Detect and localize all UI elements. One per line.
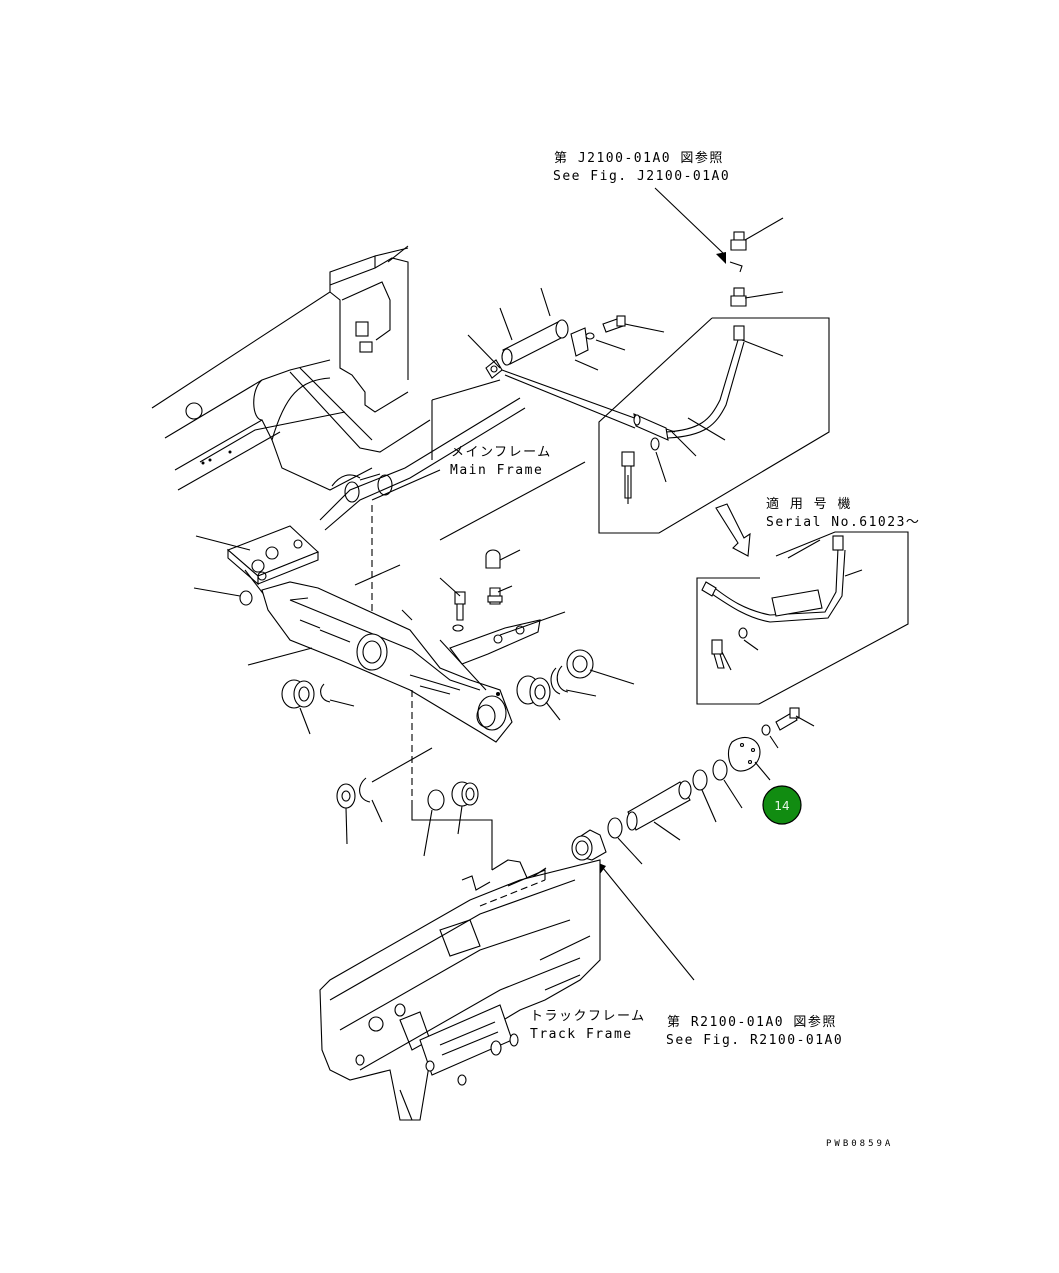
serial-label-jp: 適 用 号 機 [766,496,852,512]
grease-fittings [654,187,784,307]
pin-assembly [467,287,676,433]
equalizer-bar [193,525,513,743]
reference-top-en: See Fig. J2100-01A0 [553,169,730,184]
reference-bottom-en: See Fig. R2100-01A0 [666,1033,843,1048]
callout-14-number[interactable]: 14 [774,799,789,813]
reference-bottom: 第 R2100-01A0 図参照 See Fig. R2100-01A0 [666,1014,843,1048]
track-frame-label-en: Track Frame [530,1027,633,1042]
main-frame-drawing [151,247,526,531]
pin-assembly-right [571,707,815,981]
callout-14-circle[interactable] [762,785,802,825]
main-frame-label-jp: メインフレーム [451,445,552,460]
drawing-code: PWB0859A [826,1139,893,1149]
track-frame-drawing [319,859,601,1121]
reference-top: 第 J2100-01A0 図参照 See Fig. J2100-01A0 [553,150,730,184]
track-frame-label-jp: トラックフレーム [530,1009,646,1024]
serial-label: 適 用 号 機 Serial No.61023～ [766,496,920,530]
bushings-left [281,679,493,870]
main-frame-label-en: Main Frame [450,463,543,478]
reference-bottom-jp: 第 R2100-01A0 図参照 [667,1014,837,1030]
cover-plate-bolts [439,549,566,665]
piping-box [598,317,830,534]
callout-14-badge[interactable]: 14 [762,785,802,825]
main-frame-label: メインフレーム Main Frame [450,445,552,478]
serial-variant-box [696,503,909,705]
bushings-right [516,649,635,721]
reference-top-jp: 第 J2100-01A0 図参照 [554,150,724,166]
serial-label-en: Serial No.61023～ [766,515,920,530]
track-frame-label: トラックフレーム Track Frame [530,1009,646,1042]
